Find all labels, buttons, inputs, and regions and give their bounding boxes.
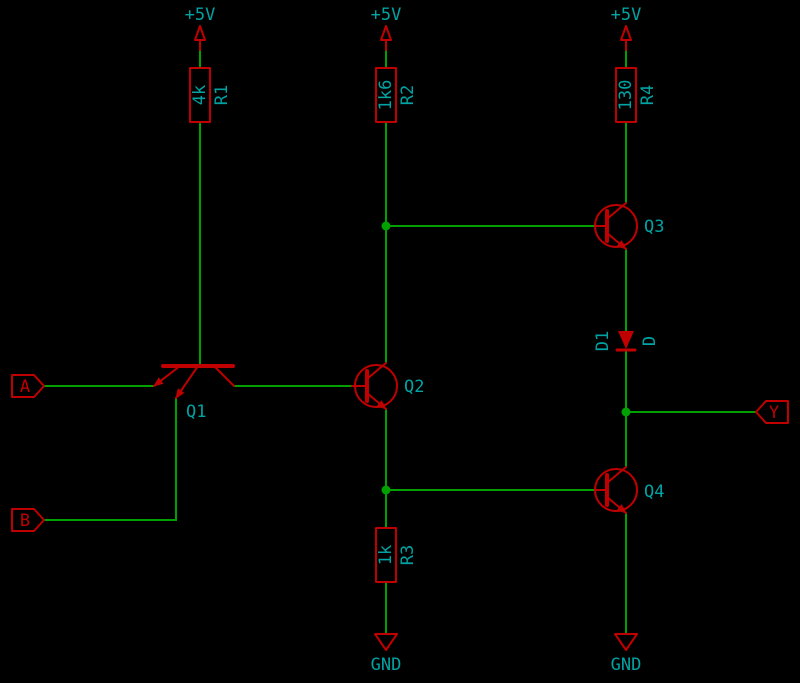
power-symbol-vcc-3[interactable]: +5V bbox=[611, 5, 642, 51]
port-outline bbox=[11, 508, 45, 532]
port-output-y[interactable]: Y bbox=[755, 400, 789, 424]
collector-lead bbox=[366, 362, 387, 380]
port-outline bbox=[755, 400, 789, 424]
port-label: A bbox=[20, 377, 30, 397]
wire-b-q1e2[interactable] bbox=[43, 397, 177, 521]
resistor-body bbox=[375, 527, 397, 583]
vcc-arrow-icon bbox=[194, 25, 206, 41]
transistor-q3[interactable]: Q3 bbox=[594, 202, 664, 250]
emitter1-lead bbox=[153, 365, 181, 387]
resistor-value: 1k6 bbox=[376, 80, 396, 111]
port-input-a[interactable]: A bbox=[11, 374, 45, 398]
emitter-lead bbox=[366, 392, 387, 410]
resistor-ref: R2 bbox=[398, 85, 418, 105]
transistor-q4[interactable]: Q4 bbox=[594, 466, 664, 514]
resistor-ref: R1 bbox=[212, 85, 232, 105]
resistor-ref: R4 bbox=[638, 85, 658, 105]
wires bbox=[43, 49, 757, 635]
transistor-ref: Q4 bbox=[644, 482, 664, 502]
vcc-label: +5V bbox=[185, 5, 216, 25]
junction-q2coll-node bbox=[381, 221, 391, 231]
gnd-label: GND bbox=[371, 655, 402, 675]
resistor-r3[interactable]: 1k R3 bbox=[375, 527, 418, 583]
gnd-label: GND bbox=[611, 655, 642, 675]
vcc-arrow-icon bbox=[620, 25, 632, 41]
resistor-body bbox=[615, 67, 637, 123]
resistor-body bbox=[375, 67, 397, 123]
resistor-r4[interactable]: 130 R4 bbox=[615, 67, 658, 123]
emitter-lead bbox=[606, 232, 627, 250]
transistor-ref: Q3 bbox=[644, 217, 664, 237]
collector-lead bbox=[606, 466, 627, 484]
resistor-body bbox=[189, 67, 211, 123]
junction-output-node bbox=[621, 407, 631, 417]
resistor-value: 130 bbox=[616, 80, 636, 111]
vcc-label: +5V bbox=[611, 5, 642, 25]
transistor-ref: Q1 bbox=[186, 402, 206, 422]
transistor-ref: Q2 bbox=[404, 377, 424, 397]
diode-value: D bbox=[640, 336, 660, 346]
diode-ref: D1 bbox=[593, 331, 613, 351]
collector-lead bbox=[606, 202, 627, 220]
diode-d1[interactable]: D1 D bbox=[593, 331, 660, 352]
transistor-q1[interactable]: Q1 bbox=[153, 364, 235, 422]
power-symbol-vcc-1[interactable]: +5V bbox=[185, 5, 216, 51]
gnd-triangle-icon bbox=[614, 633, 638, 651]
resistor-ref: R3 bbox=[398, 545, 418, 565]
resistor-value: 1k bbox=[376, 545, 396, 565]
emitter-lead bbox=[606, 496, 627, 514]
diode-anode-triangle bbox=[618, 331, 634, 349]
gnd-symbol-2[interactable]: GND bbox=[611, 633, 642, 675]
port-outline bbox=[11, 374, 45, 398]
collector-lead bbox=[213, 365, 235, 387]
port-label: B bbox=[20, 511, 30, 531]
resistor-value: 4k bbox=[190, 85, 210, 105]
port-label: Y bbox=[769, 403, 779, 423]
junction-q2emit-node bbox=[381, 485, 391, 495]
power-symbol-vcc-2[interactable]: +5V bbox=[371, 5, 402, 51]
transistor-q2[interactable]: Q2 bbox=[351, 362, 424, 410]
vcc-arrow-icon bbox=[380, 25, 392, 41]
resistor-r2[interactable]: 1k6 R2 bbox=[375, 67, 418, 123]
gnd-triangle-icon bbox=[374, 633, 398, 651]
port-input-b[interactable]: B bbox=[11, 508, 45, 532]
gnd-symbol-1[interactable]: GND bbox=[371, 633, 402, 675]
vcc-label: +5V bbox=[371, 5, 402, 25]
emitter2-lead bbox=[175, 365, 199, 399]
resistor-r1[interactable]: 4k R1 bbox=[189, 67, 232, 123]
